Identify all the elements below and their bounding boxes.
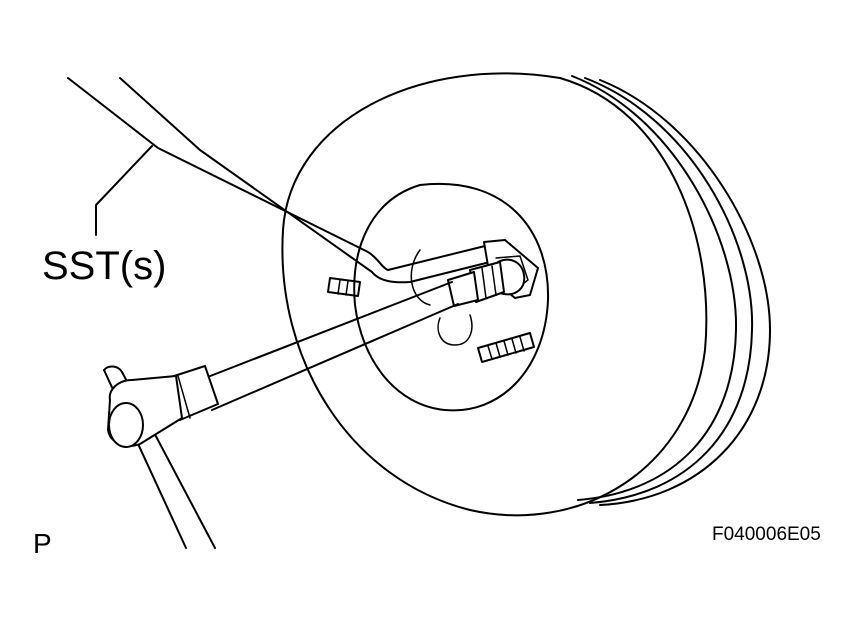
wheel-stud-lower [477,332,535,363]
wrench-shaft [199,281,459,411]
t-bar-cap [107,375,183,448]
figure-code: F040006E05 [712,524,821,545]
view-label: P [33,528,52,559]
wheel-hub [353,182,550,412]
socket-nut [447,258,526,307]
sst-label: SST(s) [42,244,167,288]
wheel-disc [281,72,708,517]
wheel-stud-upper [327,277,361,297]
sst-leader-line [95,145,153,236]
tire-tread [571,75,771,506]
